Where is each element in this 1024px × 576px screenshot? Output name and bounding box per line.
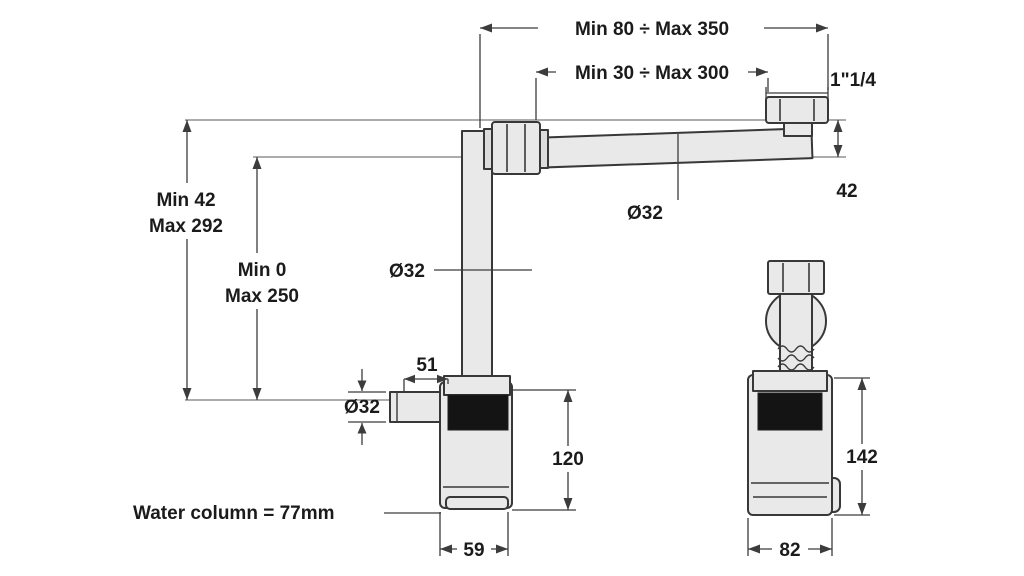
dim-top-outer-label: Min 80 ÷ Max 350 <box>575 19 729 40</box>
trap-bottom-cap <box>445 496 509 510</box>
trap-top-nut <box>443 375 511 396</box>
dim-left-inner-label-1: Min 0 <box>238 260 287 281</box>
dim-left-outer: Min 42 Max 292 <box>136 120 236 400</box>
dim-left-inner: Min 0 Max 250 <box>210 157 314 400</box>
dim-left-inner-label-2: Max 250 <box>225 286 299 307</box>
dim-trap-height: 120 <box>512 389 591 511</box>
side-tailpipe <box>779 290 813 380</box>
water-column-note: Water column = 77mm <box>133 503 441 524</box>
dim-connection-size: 1"1/4 <box>765 70 876 99</box>
side-seal-band <box>757 392 823 431</box>
dim-dia-horizontal-pipe: Ø32 <box>627 134 679 224</box>
dim-trap-height-label: 120 <box>552 449 584 470</box>
water-column-label: Water column = 77mm <box>133 503 335 524</box>
wall-connector-nut <box>765 96 829 124</box>
side-view <box>747 260 841 516</box>
horizontal-pipe <box>532 127 814 169</box>
side-hex-nut <box>767 260 825 295</box>
dim-top-inner: Min 30 ÷ Max 300 <box>535 58 769 120</box>
inlet-pipe <box>389 391 447 423</box>
dia-inlet-pipe-label: Ø32 <box>344 397 380 418</box>
trap-body <box>389 375 513 510</box>
dim-side-height-label: 142 <box>846 447 878 468</box>
dim-inlet-length: 51 <box>403 355 449 392</box>
dim-left-outer-label-2: Max 292 <box>149 216 223 237</box>
dia-horizontal-pipe-label: Ø32 <box>627 203 663 224</box>
main-view <box>389 96 829 510</box>
connection-size-label: 1"1/4 <box>830 70 876 91</box>
dim-inlet-length-label: 51 <box>416 355 438 376</box>
dim-side-height: 142 <box>834 377 886 516</box>
trap-seal-band <box>447 394 509 431</box>
dim-drop-label: 42 <box>836 181 857 202</box>
side-top-nut <box>752 370 828 392</box>
dia-vertical-pipe-label: Ø32 <box>389 261 425 282</box>
union-nut <box>483 121 549 175</box>
dim-dia-vertical-pipe: Ø32 <box>389 261 532 282</box>
dim-trap-width-label: 59 <box>463 540 484 561</box>
dim-trap-width: 59 <box>439 512 509 562</box>
dim-left-outer-label-1: Min 42 <box>156 190 215 211</box>
dim-drop: 42 <box>833 120 858 202</box>
dim-side-width: 82 <box>747 518 833 562</box>
pipe-break-texture <box>777 345 815 371</box>
dim-top-inner-label: Min 30 ÷ Max 300 <box>575 63 729 84</box>
dim-dia-inlet-pipe: Ø32 <box>344 369 386 445</box>
dim-top-outer: Min 80 ÷ Max 350 <box>479 14 829 128</box>
dim-side-width-label: 82 <box>779 540 800 561</box>
